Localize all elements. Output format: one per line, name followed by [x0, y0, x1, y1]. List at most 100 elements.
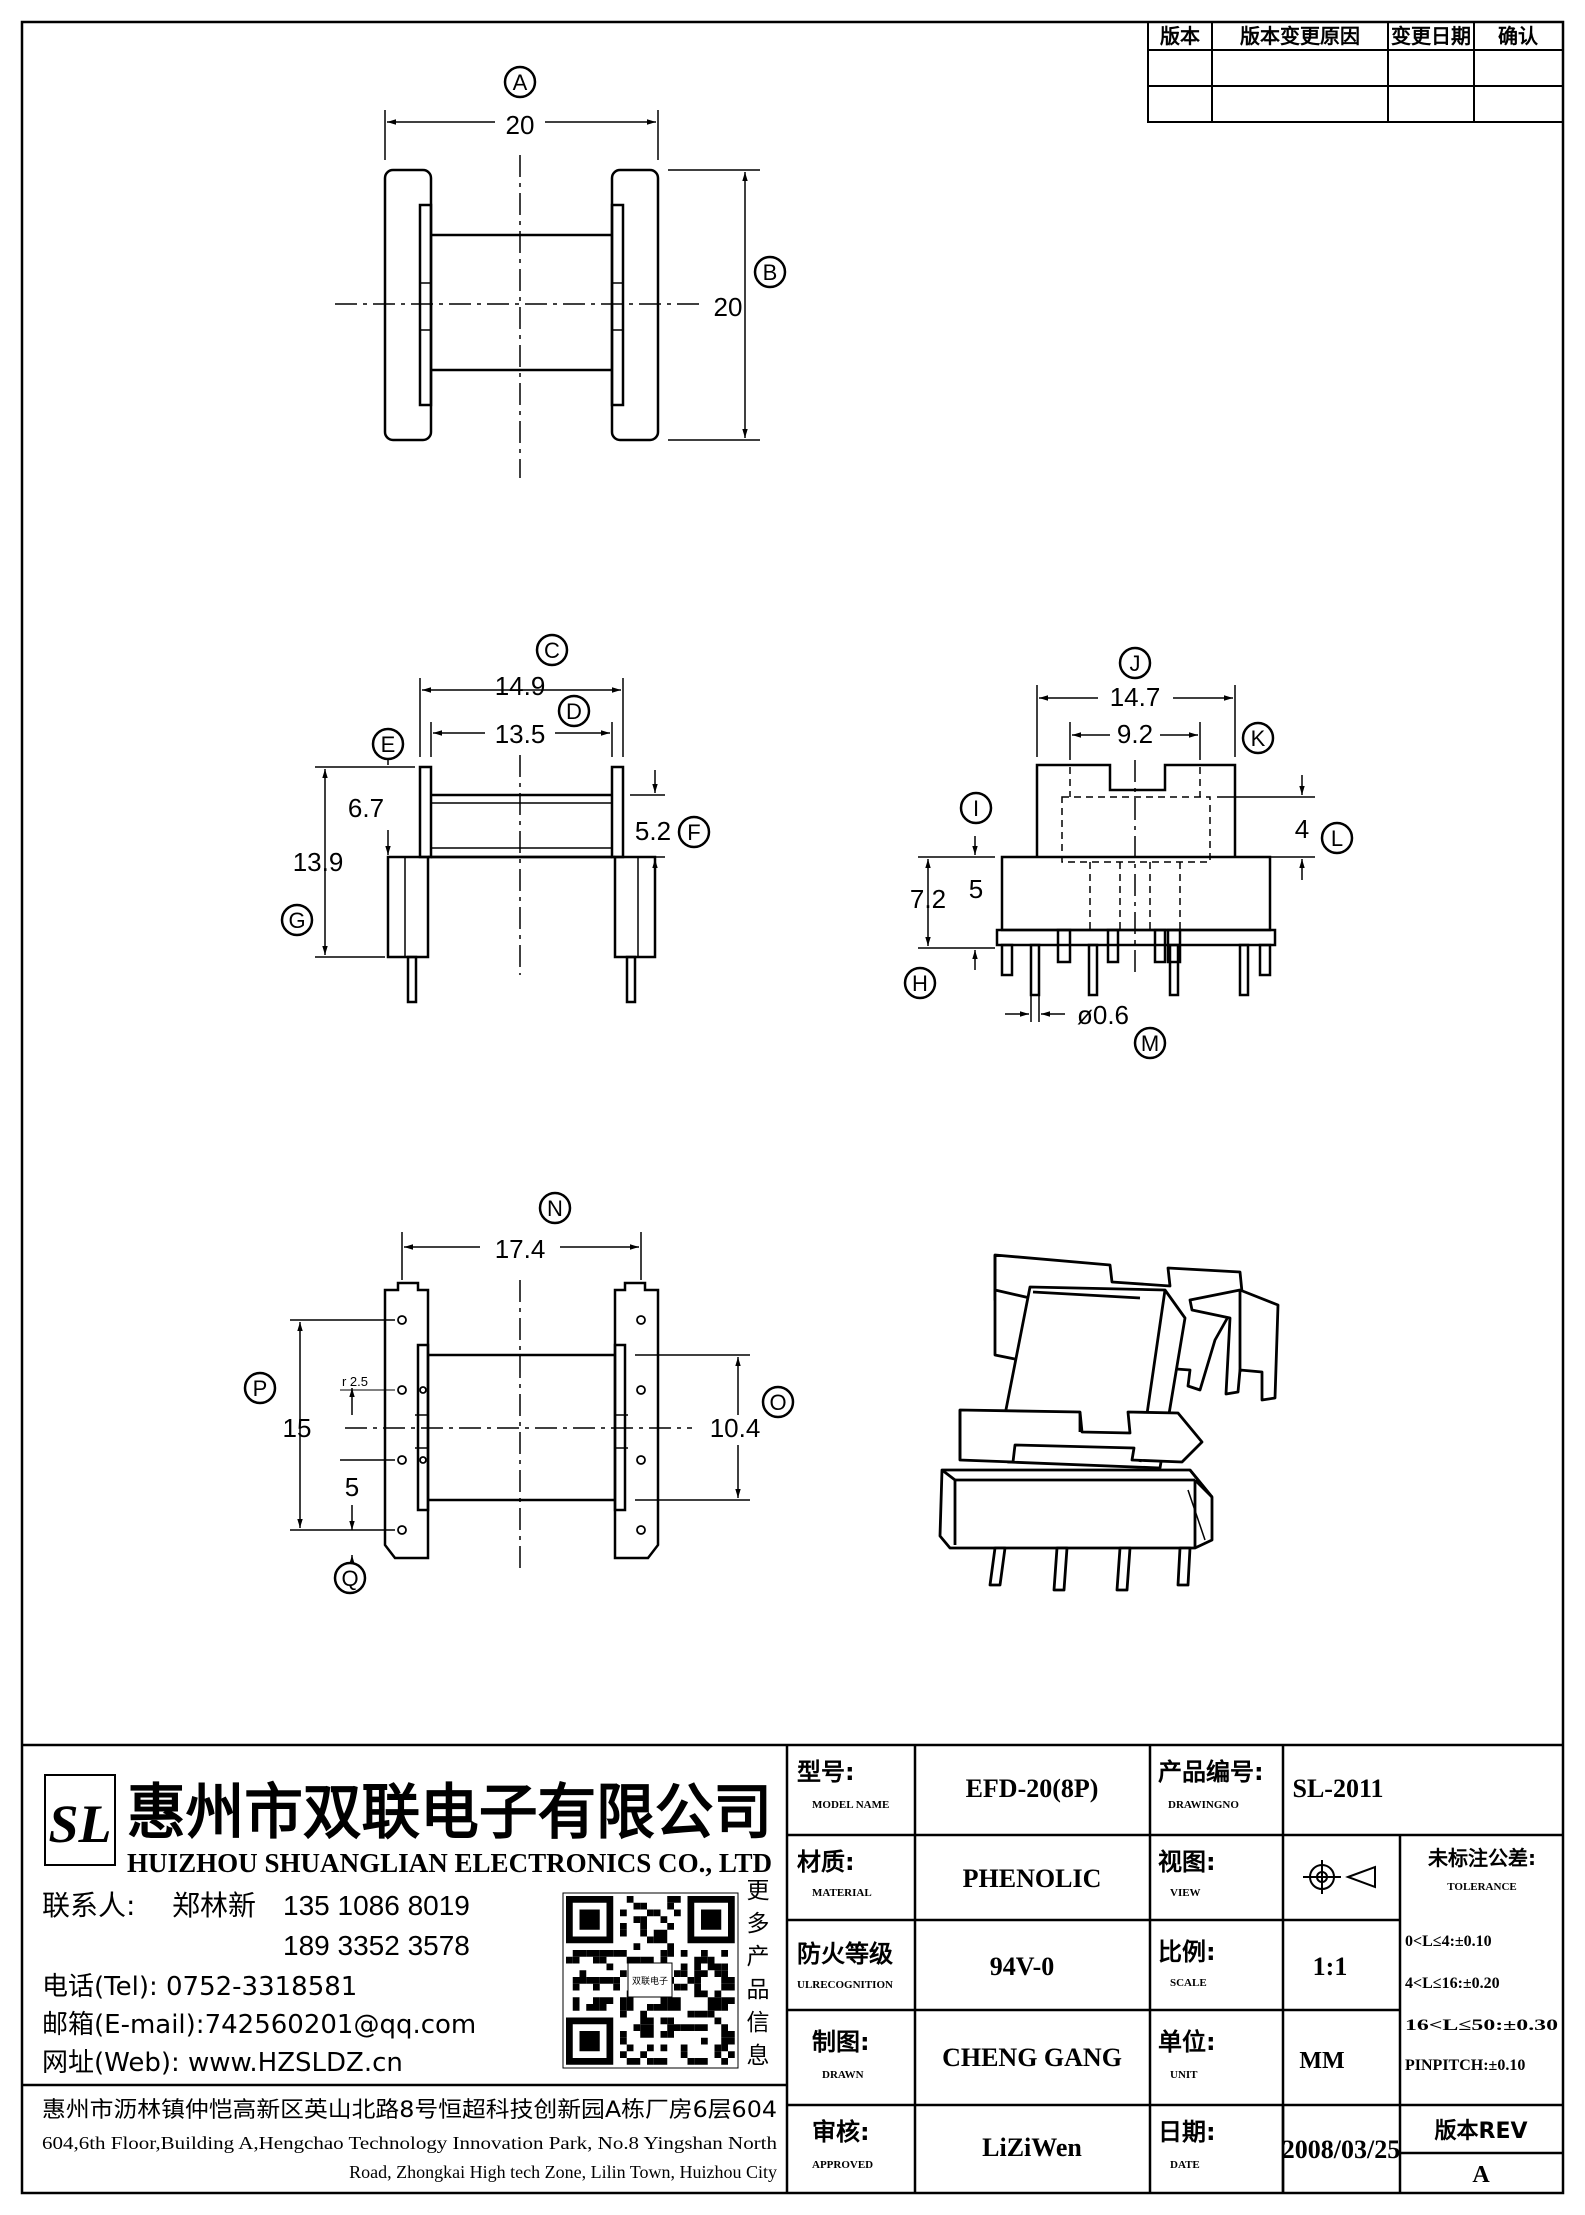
- model-value: EFD-20(8P): [966, 1774, 1099, 1803]
- date-value: 2008/03/25: [1282, 2135, 1400, 2164]
- contact-name: 郑林新: [172, 1889, 256, 1922]
- contact-phone-1: 135 1086 8019: [283, 1890, 470, 1921]
- dim-n-value: 17.4: [495, 1234, 546, 1264]
- rev-header-version: 版本: [1160, 24, 1200, 48]
- dim-n-tag-letter: N: [547, 1196, 563, 1221]
- bottom-view-centerlines: [345, 1280, 700, 1570]
- drawing-value: SL-2011: [1292, 1774, 1383, 1803]
- address-cn: 惠州市沥林镇仲恺高新区英山北路8号恒超科技创新园A栋厂房6层604: [42, 2098, 777, 2123]
- contact-email: 邮箱(E-mail):742560201@qq.com: [42, 2010, 476, 2040]
- unit-label-en: UNIT: [1170, 2069, 1198, 2081]
- rev-header-confirm: 确认: [1498, 24, 1539, 48]
- dim-f-tag-letter: F: [687, 820, 700, 845]
- dim-m-tag: [1133, 1026, 1167, 1060]
- dim-q-tag-letter: Q: [341, 1566, 358, 1591]
- dim-o-tag-letter: O: [769, 1390, 786, 1415]
- company-name-en: HUIZHOU SHUANGLIAN ELECTRONICS CO., LTD: [127, 1848, 772, 1878]
- dim-j-value: 14.7: [1110, 682, 1161, 712]
- dim-g-tag: [280, 903, 314, 937]
- svg-text:品: 品: [747, 1977, 770, 2003]
- view-label-en: VIEW: [1170, 1887, 1201, 1899]
- dim-b-tag: [753, 255, 787, 289]
- material-value: PHENOLIC: [963, 1864, 1102, 1893]
- dim-e-value: 6.7: [348, 793, 384, 823]
- contact-label: 联系人:: [42, 1889, 135, 1922]
- flame-value: 94V-0: [990, 1952, 1055, 1981]
- end-view-hidden-lines: [1061, 767, 1211, 930]
- dim-c-tag-letter: C: [544, 638, 560, 663]
- svg-text:多: 多: [747, 1911, 770, 1937]
- flame-label-cn: 防火等级: [797, 1940, 893, 1968]
- dim-j-tag: [1118, 646, 1152, 680]
- company-logo: [44, 1774, 116, 1866]
- dim-q-value: 5: [345, 1472, 359, 1502]
- contact-phone-2: 189 3352 3578: [283, 1930, 470, 1961]
- dim-h-tag: [903, 966, 937, 1000]
- drawn-label-en: DRAWN: [822, 2069, 864, 2081]
- top-view: [383, 168, 660, 442]
- dim-q-tag: [333, 1561, 367, 1595]
- svg-text:产: 产: [747, 1944, 770, 1970]
- dim-o-value: 10.4: [710, 1413, 761, 1443]
- dim-m-value: ø0.6: [1077, 1000, 1129, 1030]
- material-label-en: MATERIAL: [812, 1887, 872, 1899]
- dim-i-tag: [959, 791, 993, 825]
- contact-web: 网址(Web): www.HZSLDZ.cn: [42, 2048, 403, 2078]
- dim-c-tag: [535, 633, 569, 667]
- drawing-label-en: DRAWINGNO: [1168, 1799, 1239, 1811]
- dim-a-value: 20: [506, 110, 535, 140]
- date-label-cn: 日期:: [1158, 2118, 1216, 2146]
- svg-text:信: 信: [747, 2010, 770, 2036]
- model-label-cn: 型号:: [797, 1758, 855, 1786]
- flame-label-en: ULRECOGNITION: [797, 1979, 893, 1991]
- dim-n-tag: [538, 1191, 572, 1225]
- scale-label-en: SCALE: [1170, 1977, 1207, 1989]
- qr-code: 双联电子: [562, 1892, 739, 2069]
- dim-f-value: 5.2: [635, 816, 671, 846]
- tolerance-1: 0<L≤4:±0.10: [1405, 1933, 1492, 1950]
- tolerance-3: 16<L≤50:±0.30: [1405, 2017, 1558, 2034]
- bottom-view-dimensions: [290, 1232, 750, 1575]
- dim-c-value: 14.9: [495, 671, 546, 701]
- top-view-centerlines: [335, 155, 700, 478]
- dim-g-value: 13.9: [293, 847, 344, 877]
- qr-caption: 双联电子: [632, 1975, 668, 1987]
- address-en-2: Road, Zhongkai High tech Zone, Lilin Tow…: [349, 2162, 777, 2182]
- rev-value: A: [1472, 2162, 1490, 2188]
- more-info-vertical: 更 多 产 品 信 息: [747, 1878, 770, 2069]
- scale-label-cn: 比例:: [1158, 1938, 1216, 1966]
- date-label-en: DATE: [1170, 2159, 1200, 2171]
- svg-text:息: 息: [747, 2043, 770, 2069]
- dim-h-value: 7.2: [910, 884, 946, 914]
- side-view: [386, 765, 657, 1004]
- dim-k-value: 9.2: [1117, 719, 1153, 749]
- drawn-value: CHENG GANG: [942, 2043, 1122, 2072]
- tolerance-label-cn: 未标注公差:: [1428, 1846, 1536, 1870]
- rev-header-date: 变更日期: [1391, 24, 1471, 48]
- company-name-cn: 惠州市双联电子有限公司: [127, 1778, 772, 1848]
- dim-b-value: 20: [714, 292, 743, 322]
- rev-header-reason: 版本变更原因: [1240, 24, 1360, 48]
- dim-l-value: 4: [1295, 814, 1309, 844]
- projection-symbol-icon: [1303, 1860, 1376, 1894]
- top-view-dimensions: [384, 110, 760, 441]
- model-label-en: MODEL NAME: [812, 1799, 889, 1811]
- dim-e-tag: [371, 727, 405, 761]
- dim-a-tag: [503, 65, 537, 99]
- dim-r-value: r 2.5: [342, 1374, 368, 1389]
- tolerance-4: PINPITCH:±0.10: [1405, 2057, 1525, 2074]
- dim-m-tag-letter: M: [1141, 1031, 1159, 1056]
- drawing-label-cn: 产品编号:: [1158, 1758, 1264, 1786]
- dim-k-tag: [1241, 721, 1275, 755]
- rev-label: 版本REV: [1435, 2119, 1528, 2144]
- dim-p-value: 15: [283, 1413, 312, 1443]
- approved-label-cn: 审核:: [812, 2118, 870, 2146]
- title-block-grid: [22, 1743, 1563, 2193]
- svg-text:更: 更: [747, 1878, 770, 1904]
- view-label-cn: 视图:: [1158, 1848, 1216, 1876]
- dim-d-value: 13.5: [495, 719, 546, 749]
- approved-value: LiZiWen: [982, 2133, 1082, 2162]
- address-en-1: 604,6th Floor,Building A,Hengchao Techno…: [42, 2133, 777, 2153]
- company-logo-text: SL: [48, 1794, 111, 1854]
